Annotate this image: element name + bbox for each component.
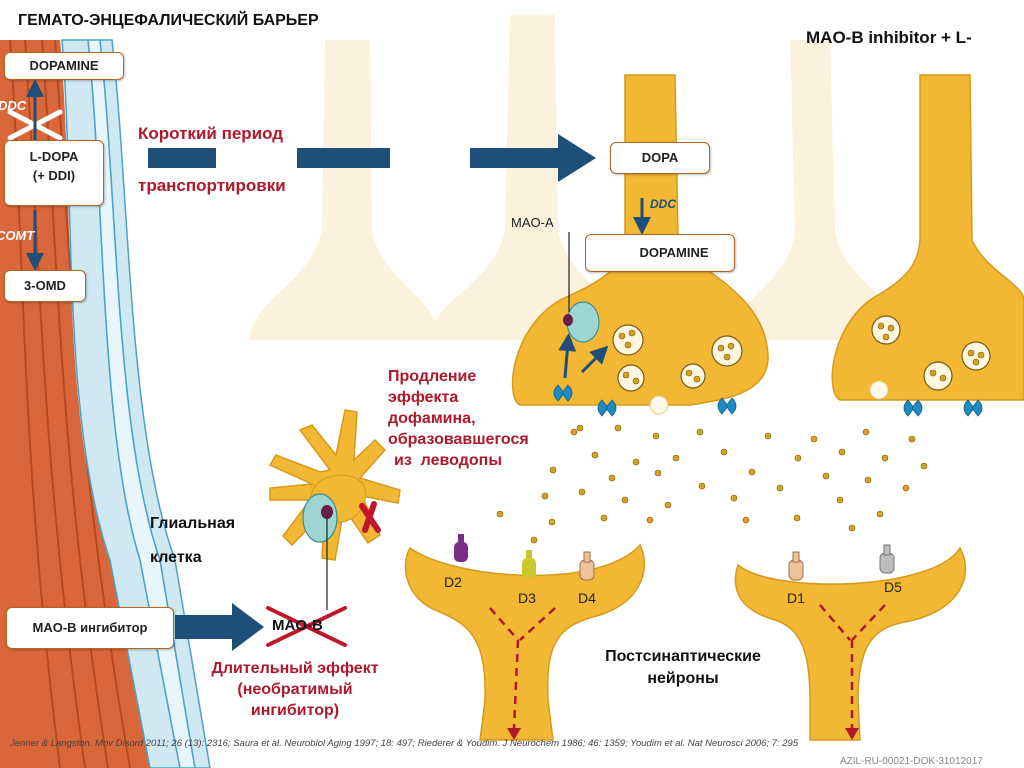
faded-neuron-3 [730, 40, 905, 340]
omd-label: 3-OMD [24, 278, 66, 293]
prolongation-line-3: дофамина, [388, 410, 476, 427]
postsynaptic-neuron-right [734, 546, 967, 741]
postsynaptic-line-2: нейроны [647, 670, 719, 687]
transport-text-1: Короткий период [138, 124, 284, 143]
postsynaptic-label: Постсинаптические нейроны [578, 646, 788, 690]
synaptic-vesicles [612, 315, 991, 392]
presynaptic-neuron-right [831, 74, 1024, 401]
dat-transporters [553, 384, 983, 417]
release-sites [649, 380, 889, 415]
receptor-d1-label: D1 [787, 590, 805, 606]
receptor-d4-label: D4 [578, 590, 596, 606]
title-right: MAO-B inhibitor + L- [806, 28, 972, 47]
mao-a-label: MAO-A [511, 215, 554, 230]
maob-inhibitor-label: MAO-B ингибитор [32, 620, 148, 635]
ddc-label-neuron: DDC [650, 197, 676, 211]
receptor-d2-label: D2 [444, 574, 462, 590]
dopamine-label: DOPAMINE [29, 58, 99, 73]
glial-label-1: Глиальная [150, 515, 236, 532]
transport-text-2: транспортировки [138, 176, 286, 195]
long-effect-text: Длительный эффект (необратимый ингибитор… [190, 658, 400, 721]
ldopa-line1: L-DOPA [29, 149, 79, 164]
reuptake-arrows [558, 198, 651, 379]
reference-text: Jenner & Langston. Mov Disord 2011; 26 (… [10, 738, 799, 749]
dopamine-neuron-label: DOPAMINE [639, 245, 709, 260]
prolongation-line-5: из леводопы [394, 452, 502, 469]
ldopa-box: L-DOPA (+ DDI) [4, 140, 104, 206]
receptor-d3-shape [522, 550, 536, 578]
maob-label: MAO-B [272, 617, 323, 634]
transport-arrow [148, 134, 596, 182]
omd-box: 3-OMD [4, 270, 86, 302]
maob-inhibitor-box: MAO-B ингибитор [6, 607, 174, 649]
dopa-label: DOPA [641, 150, 679, 165]
prolongation-line-1: Продление [388, 368, 477, 385]
receptor-d5-label: D5 [884, 579, 902, 595]
long-effect-line-3: ингибитор) [250, 702, 340, 719]
ddc-label-vessel: DDC [0, 98, 27, 113]
receptor-d3-label: D3 [518, 590, 536, 606]
synaptic-dopamine [496, 424, 928, 544]
ldopa-line2: (+ DDI) [32, 168, 76, 183]
glial-label-2: клетка [150, 549, 202, 566]
prolongation-line-2: эффекта [388, 389, 459, 406]
dopamine-box-neuron: DOPAMINE [585, 234, 735, 272]
postsynaptic-line-1: Постсинаптические [605, 648, 761, 665]
faded-neuron-2 [430, 15, 630, 340]
signal-paths [489, 604, 886, 729]
dopa-box: DOPA [610, 142, 710, 174]
page-title: ГЕМАТО-ЭНЦЕФАЛИЧЕСКИЙ БАРЬЕР [18, 12, 319, 29]
long-effect-line-2: (необратимый [237, 681, 353, 698]
maob-block-mark [266, 606, 347, 647]
prolongation-text: Продление эффекта дофамина, образовавшег… [388, 366, 529, 471]
block-mark-glial [359, 501, 381, 533]
long-effect-line-1: Длительный эффект [211, 660, 379, 677]
dopamine-box-vessel: DOPAMINE [4, 52, 124, 80]
faded-neuron-1 [250, 40, 440, 340]
receptor-d2-shape [454, 534, 468, 562]
inhibitor-arrow [175, 603, 264, 651]
receptor-d1-shape [788, 551, 804, 581]
document-code: AZIL-RU-00021-DOK-31012017 [840, 756, 983, 767]
glial-cell [268, 409, 401, 610]
postsynaptic-neuron-left [404, 543, 646, 741]
mitochondrion [563, 301, 600, 343]
receptor-d4-shape [579, 551, 595, 581]
comt-label: COMT [0, 228, 35, 243]
prolongation-line-4: образовавшегося [388, 431, 529, 448]
receptor-d5-shape [879, 544, 895, 574]
signal-arrowheads [507, 728, 859, 740]
